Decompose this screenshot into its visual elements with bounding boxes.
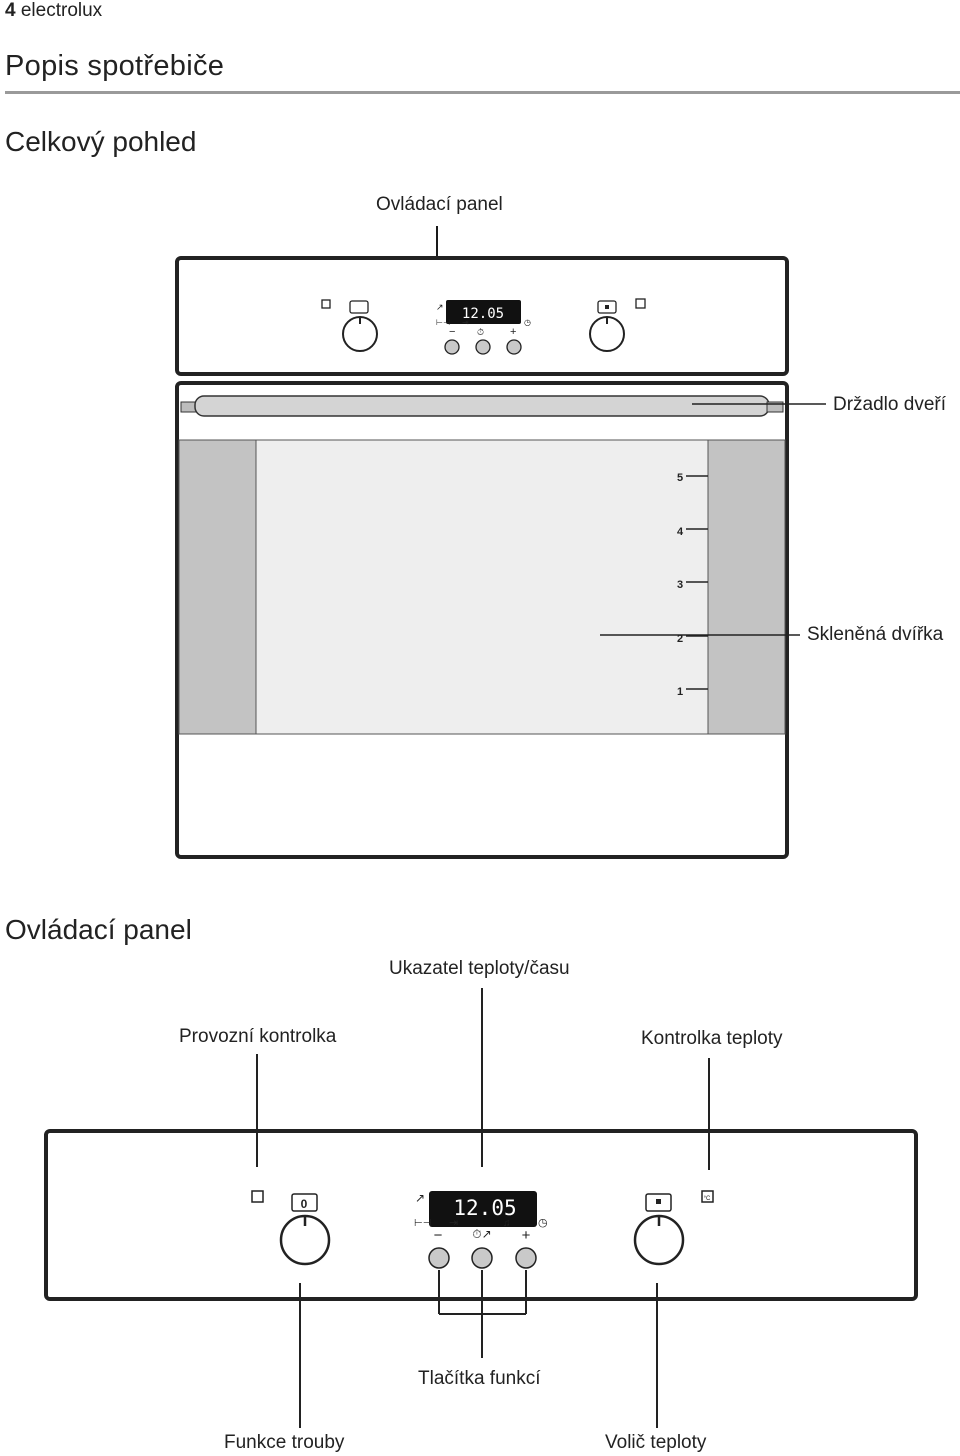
label-temp-selector: Volič teploty — [605, 1432, 707, 1453]
label-function-buttons: Tlačítka funkcí — [418, 1368, 541, 1389]
title-divider — [5, 91, 960, 94]
duration-icon: ⊢⊣ — [414, 1218, 431, 1229]
leader-control-panel — [436, 226, 438, 278]
label-power-light: Provozní kontrolka — [179, 1026, 337, 1047]
svg-text:⏱: ⏱ — [477, 327, 484, 337]
shelf-level-4: 4 — [677, 526, 684, 538]
clock-icon: ◷ — [538, 1217, 548, 1229]
oven-overview-drawing: 12.05 ↗ ⊢⊣ ⇥ ◷ − ⏱ + — [175, 256, 826, 859]
plus-button — [515, 1247, 537, 1269]
bell-icon: ♫ — [503, 1218, 511, 1229]
display-time: 12.05 — [453, 1196, 516, 1220]
clock-timer-icon: ⏱↗ — [472, 1227, 491, 1241]
svg-text:+: + — [510, 326, 516, 338]
shelf-level-1: 1 — [677, 686, 684, 698]
svg-text:°C: °C — [704, 1196, 711, 1202]
minus-label: − — [434, 1227, 443, 1244]
section-overview-title: Celkový pohled — [5, 126, 197, 157]
temp-light-icon — [701, 1190, 714, 1203]
label-control-panel: Ovládací panel — [376, 194, 503, 215]
svg-text:↗: ↗ — [436, 302, 444, 312]
small-display-time: 12.05 — [462, 306, 504, 322]
minus-button — [428, 1247, 450, 1269]
timer-icon: ↗ — [415, 1191, 425, 1205]
power-light-icon — [251, 1190, 264, 1203]
page-number: 4 — [5, 0, 16, 21]
page-header: 4 electrolux — [5, 0, 102, 22]
svg-text:−: − — [449, 326, 455, 338]
section-control-panel-title: Ovládací panel — [5, 914, 192, 945]
shelf-level-3: 3 — [677, 579, 684, 591]
end-time-icon: ⇥ — [449, 1217, 458, 1229]
handle-cap-right — [766, 401, 784, 413]
glass-inner — [255, 439, 709, 735]
label-door-handle: Držadlo dveří — [833, 394, 946, 415]
knob-zero-label: 0 — [301, 1197, 308, 1211]
shelf-level-2: 2 — [677, 633, 684, 645]
page-title: Popis spotřebiče — [5, 50, 225, 82]
shelf-level-5: 5 — [677, 472, 684, 484]
label-oven-functions: Funkce trouby — [224, 1432, 345, 1453]
clock-button — [471, 1247, 493, 1269]
function-knob-marker — [291, 1193, 318, 1212]
temp-time-display — [429, 1191, 537, 1227]
svg-text:⊢⊣: ⊢⊣ — [436, 318, 450, 327]
label-glass-door: Skleněná dvířka — [807, 624, 944, 645]
plus-label: + — [522, 1227, 531, 1244]
brand-name: electrolux — [20, 0, 103, 21]
label-display: Ukazatel teploty/času — [389, 958, 570, 979]
svg-text:◷: ◷ — [524, 318, 531, 327]
svg-text:⇥: ⇥ — [462, 318, 469, 327]
label-temp-light: Kontrolka teploty — [641, 1028, 783, 1049]
